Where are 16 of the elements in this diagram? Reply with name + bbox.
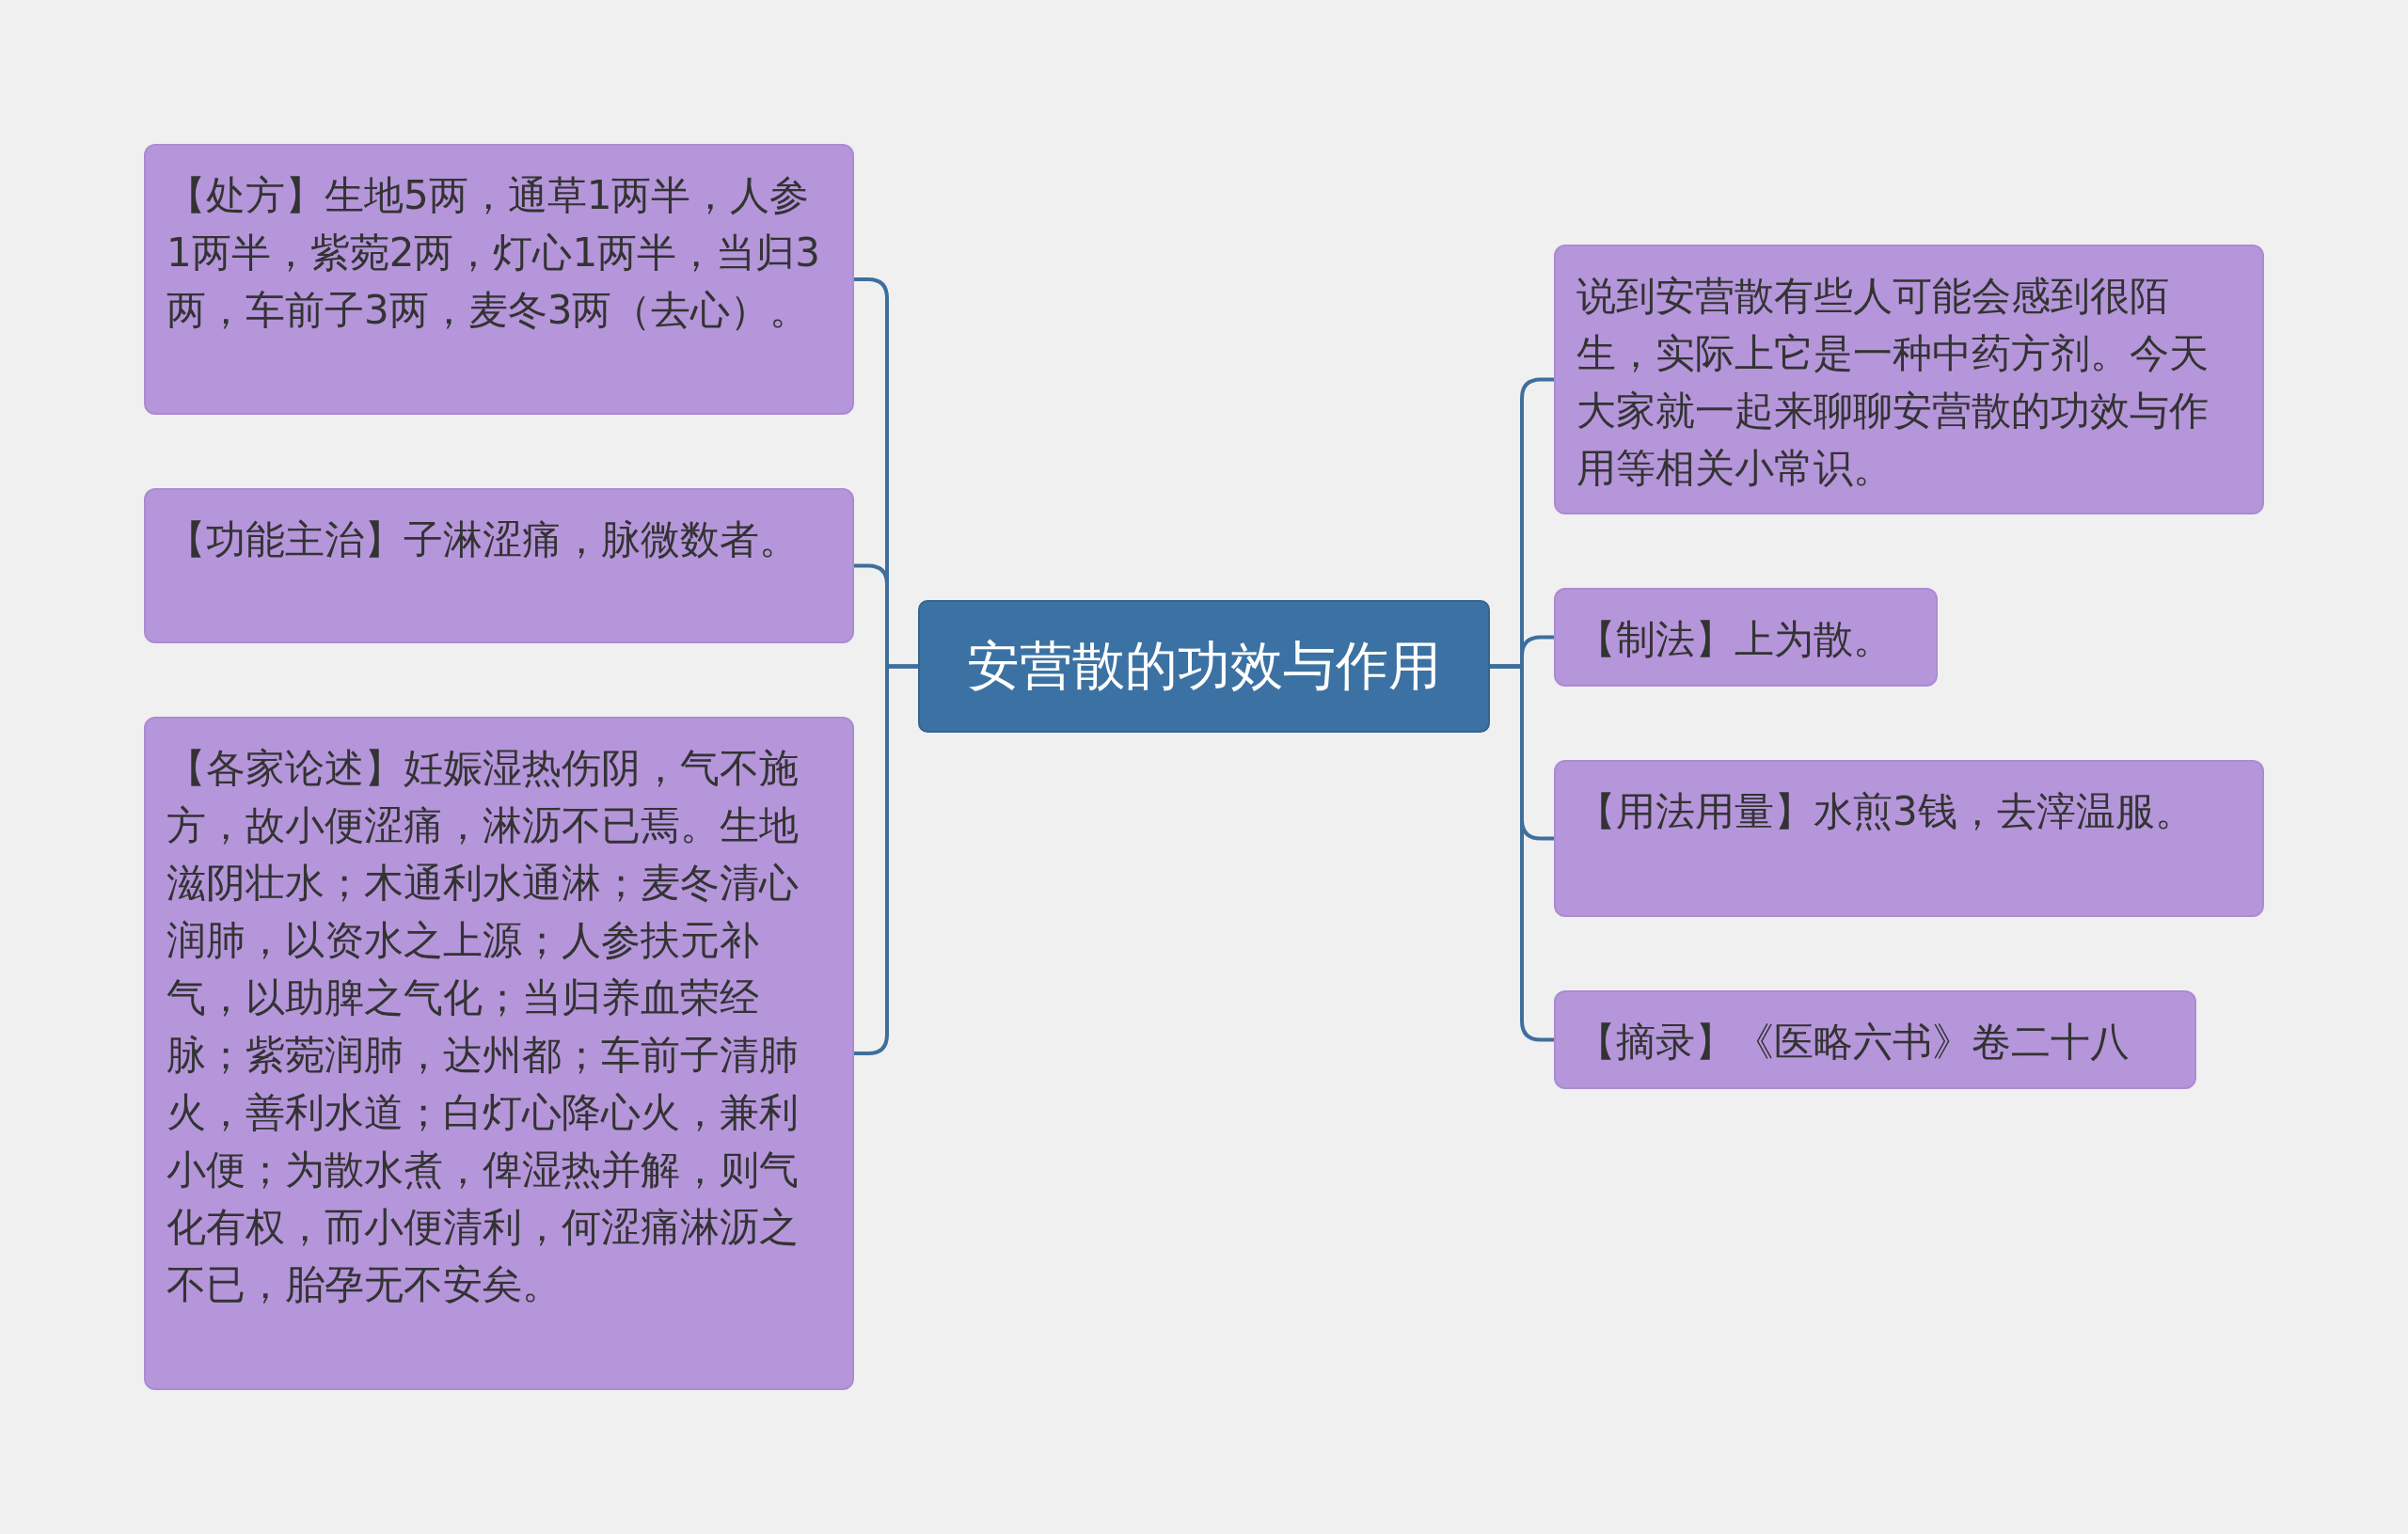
- subtopic-box: [144, 488, 854, 643]
- topic-text: 【用法用量】水煎3钱，去滓温服。: [1576, 787, 2195, 836]
- central-topic-box: [918, 600, 1490, 733]
- subtopic-box: [1554, 760, 2264, 917]
- subtopic-box: [1554, 245, 2264, 514]
- subtopic-box: [1554, 588, 1938, 687]
- topic-text: 【功能主治】子淋涩痛，脉微数者。: [166, 515, 800, 564]
- subtopic-box: [144, 717, 854, 1390]
- topic-text: 说到安营散有些人可能会感到很陌生，实际上它是一种中药方剂。今天大家就一起来聊聊安营散的功效与作用等相关小常识。: [1576, 272, 2210, 493]
- topic-text: 【制法】上为散。: [1576, 615, 1893, 664]
- subtopic-box: [144, 144, 854, 415]
- topic-title: 安营散的功效与作用: [967, 633, 1441, 698]
- topic-text: 【处方】生地5两，通草1两半，人参1两半，紫菀2两，灯心1两半，当归3两，车前子3两，麦冬3两（去心）。: [166, 171, 821, 335]
- subtopic-box: [1554, 990, 2196, 1089]
- topic-text: 【摘录】《医略六书》卷二十八: [1576, 1018, 2131, 1067]
- topic-text: 【各家论述】妊娠湿热伤阴，气不施方，故小便涩痛，淋沥不已焉。生地滋阴壮水；木通利水通淋；麦冬清心润肺，以资水之上源；人参扶元补气，以助脾之气化；当归养血荣经脉；紫菀润肺，达州都；车前子清肺火，善利水道；白灯心降心火，兼利小便；为散水煮，俾湿热并解，则气化有权，而小便清利，何涩痛淋沥之不已，胎孕无不安矣。: [166, 744, 800, 1309]
